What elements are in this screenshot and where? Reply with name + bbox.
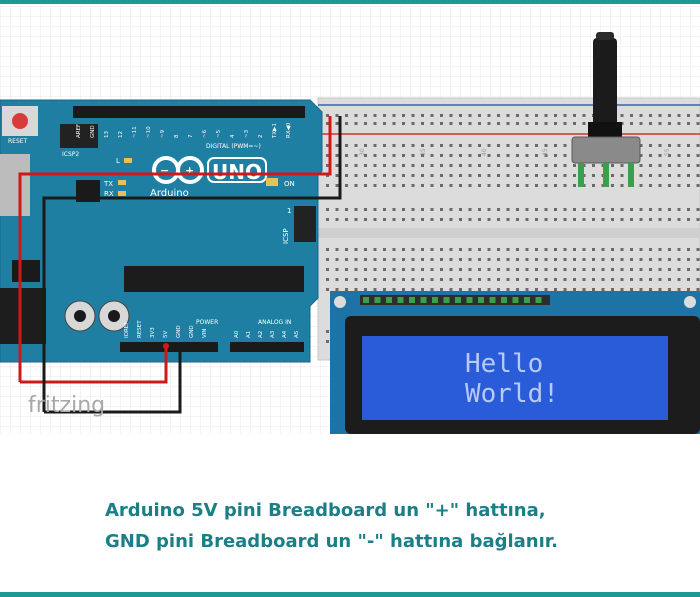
power-pin-label: RESET: [137, 320, 143, 338]
breadboard-column-number: 30: [359, 148, 366, 156]
power-pin-label: GND: [176, 325, 182, 338]
digital-pin-labels: AREF GND 13 12 ~11 ~10 ~9 8 7 ~6 ~5 4 ~3 2 TX▶1 RX◀0: [76, 122, 292, 139]
digital-pin-label: 2: [258, 135, 264, 139]
analog-header: [230, 342, 304, 352]
digital-header: [73, 106, 305, 118]
icsp2-header: [60, 124, 98, 148]
lcd-screen: [362, 336, 668, 420]
lcd-line-2: World!: [465, 379, 559, 409]
breadboard-column-number: 55: [664, 148, 671, 156]
power-pin-label: VIN: [202, 329, 208, 339]
digital-pin-label: ~6: [202, 129, 208, 138]
arduino-brand-text: Arduino: [150, 188, 189, 199]
digital-pin-label: ~9: [160, 129, 166, 138]
power-label: POWER: [196, 319, 218, 326]
analog-label: ANALOG IN: [258, 319, 291, 326]
power-pin-label: GND: [189, 325, 195, 338]
fritzing-watermark: fritzing: [28, 393, 105, 418]
power-jack: [0, 288, 46, 344]
icsp-label: ICSP: [282, 228, 290, 244]
svg-text:+: +: [185, 164, 194, 177]
reset-label: RESET: [8, 138, 28, 145]
black-wire-gnd-bottom: [44, 346, 182, 414]
digital-pin-label: 13: [104, 131, 110, 138]
svg-text:−: −: [160, 164, 169, 177]
power-header: [120, 342, 218, 352]
digital-pin-label: AREF: [76, 124, 82, 138]
potentiometer-knob: [593, 38, 617, 130]
red-wire-5v-left: [18, 116, 332, 382]
reset-button-cap: [12, 113, 28, 129]
digital-pin-label: ~5: [216, 129, 222, 138]
red-wire-5v-bottom: [20, 346, 168, 384]
breadboard-center-channel: [318, 228, 700, 238]
caption-line-1: Arduino 5V pini Breadboard un "+" hattın…: [105, 500, 546, 521]
lcd-header-pins: [363, 297, 542, 303]
analog-pin-label: A4: [282, 330, 288, 338]
uno-logo-text: UNO: [212, 160, 262, 184]
digital-pin-label: ~10: [146, 126, 152, 138]
lcd-module: Hello World!: [330, 291, 700, 434]
digital-pin-label: 12: [118, 131, 124, 138]
analog-pin-label: A2: [258, 331, 264, 338]
analog-pin-labels: A0 A1 A2 A3 A4 A5: [234, 330, 300, 338]
analog-pin-label: A5: [294, 330, 300, 338]
digital-pin-label: 8: [174, 134, 180, 138]
l-led-label: L: [116, 157, 120, 165]
breadboard-column-number: 40: [481, 148, 488, 156]
icsp-header: [294, 206, 316, 242]
analog-pin-label: A3: [270, 330, 276, 338]
analog-pin-label: A0: [234, 330, 240, 338]
digital-pin-label: TX▶1: [272, 123, 278, 139]
top-accent-bar: [0, 0, 700, 4]
digital-pin-label: ~11: [132, 126, 138, 138]
digital-pin-label: GND: [90, 125, 96, 138]
digital-pin-label: 4: [230, 134, 236, 138]
icsp2-label: ICSP2: [62, 151, 79, 158]
digital-label: DIGITAL (PWM=~): [206, 143, 261, 150]
atmega-chip: [124, 266, 304, 292]
breadboard-column-number: 35: [420, 148, 427, 156]
power-pin-label: 5V: [163, 331, 169, 338]
on-label: ON: [284, 180, 295, 188]
digital-pin-label: ~3: [244, 129, 250, 138]
breadboard-column-number: 45: [542, 148, 549, 156]
caption-line-2: GND pini Breadboard un "-" hattına bağla…: [105, 531, 558, 552]
power-pin-label: IOREF: [124, 322, 130, 338]
potentiometer: [571, 32, 641, 187]
icsp-pin-number: 1: [287, 207, 291, 215]
bottom-accent-bar: [0, 592, 700, 597]
tx-label: TX: [103, 180, 113, 188]
lcd-line-1: Hello: [465, 349, 543, 379]
arduino-logo: − +: [152, 156, 204, 184]
analog-pin-label: A1: [246, 331, 252, 338]
power-pin-label: 3V3: [150, 327, 156, 338]
black-wire-gnd-left: [42, 116, 342, 412]
power-pin-labels: IOREF RESET 3V3 5V GND GND VIN: [124, 320, 208, 338]
digital-pin-label: RX◀0: [286, 122, 292, 138]
rx-label: RX: [104, 190, 114, 198]
digital-pin-label: 7: [188, 134, 194, 138]
potentiometer-body: [571, 136, 641, 164]
circuit-diagram: 303540455055 RESET ICSP2 AREFGND1312~11~…: [0, 6, 700, 434]
usb-port: [0, 154, 30, 216]
